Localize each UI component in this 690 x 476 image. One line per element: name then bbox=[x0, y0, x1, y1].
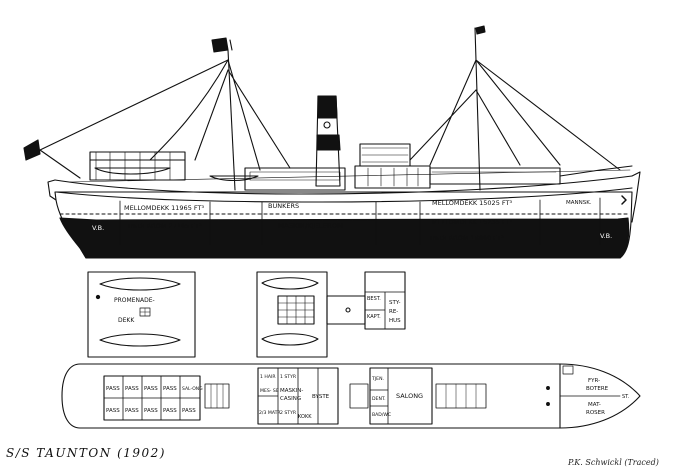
label-kokk: KOKK bbox=[298, 414, 312, 420]
label-mellomdekk-fwd: MELLOMDEKK 11965 FT³ bbox=[124, 204, 204, 212]
label-maskin-casing-2: CASING bbox=[280, 396, 301, 402]
label-machinery: MASKIN/KJELEROM bbox=[278, 222, 343, 230]
label-styrehus-3: HUS bbox=[389, 318, 401, 324]
cabin-bottom-2: PASS bbox=[125, 408, 139, 414]
label-maskin-casing-1: MASKIN- bbox=[280, 388, 303, 394]
promenade-deck-plan bbox=[87, 271, 196, 358]
label-salong: SALONG bbox=[396, 392, 423, 400]
label-matroser-2: ROSER bbox=[586, 410, 605, 416]
label-promenade: PROMENADE- bbox=[114, 297, 155, 304]
cabin-top-5: SAL-ONG bbox=[182, 386, 203, 392]
label-bad: BAD/WC bbox=[372, 412, 391, 418]
bridge-deck-plan bbox=[256, 271, 406, 358]
label-mannsk: MANNSK. bbox=[566, 200, 592, 206]
label-fyrbotere-1: FYR- bbox=[588, 378, 600, 384]
label-byste: BYSTE bbox=[312, 394, 330, 400]
label-mellomdekk-aft-top: MELLOMDEKK 15025 FT³ bbox=[432, 199, 512, 207]
cabin-top-1: PASS bbox=[106, 386, 120, 392]
label-tjen: TJEN. bbox=[371, 376, 384, 382]
label-bunkers: BUNKERS bbox=[268, 202, 299, 210]
label-underrom-fwd: UNDERROM 27165 FT³ bbox=[128, 222, 202, 230]
stern-flag bbox=[23, 139, 41, 161]
drawing-caption: S/S TAUNTON (1902) bbox=[6, 446, 166, 460]
label-styrehus-1: STY- bbox=[389, 300, 401, 306]
label-kapt: KAPT. bbox=[367, 314, 381, 320]
label-styr: 1 STYR bbox=[280, 374, 297, 380]
cabin-top-2: PASS bbox=[125, 386, 139, 392]
label-vb-fwd: V.B. bbox=[92, 224, 104, 232]
main-deck-outline bbox=[61, 363, 641, 429]
label-mat: 2/3 MATR bbox=[259, 410, 281, 416]
label-promenade-dekk: DEKK bbox=[118, 317, 135, 324]
label-underrom-aft: UNDERROM 18860 FT³ bbox=[430, 234, 504, 242]
label-styrehus-2: RE- bbox=[389, 309, 398, 315]
label-styr2: 2 STYR bbox=[280, 410, 297, 416]
cabin-top-3: PASS bbox=[144, 386, 158, 392]
label-st: ST. bbox=[622, 394, 630, 400]
fore-mast bbox=[474, 27, 481, 191]
cabin-bottom-4: PASS bbox=[163, 408, 177, 414]
cabin-top-4: PASS bbox=[163, 386, 177, 392]
cabin-bottom-5: PASS bbox=[182, 408, 196, 414]
label-dent: DENT. bbox=[372, 396, 386, 402]
label-mellomdekk-aft: MELLOMDEKK 15235 FT³ bbox=[432, 218, 512, 226]
label-best: BEST. bbox=[367, 296, 381, 302]
side-elevation bbox=[23, 25, 641, 259]
label-matroser-1: MAT- bbox=[588, 402, 601, 408]
label-mess: MES- SE bbox=[260, 388, 279, 394]
label-fyrbotere-2: BOTERE bbox=[586, 386, 609, 392]
label-vb-aft: V.B. bbox=[600, 232, 612, 240]
cabin-bottom-1: PASS bbox=[106, 408, 120, 414]
aft-mast bbox=[227, 49, 236, 191]
label-hair: 1 HAIR bbox=[260, 374, 276, 380]
main-deck-plan bbox=[61, 363, 641, 429]
hull-lower-black bbox=[59, 217, 630, 259]
artist-signature: P.K. Schwickl (Traced) bbox=[568, 458, 659, 467]
cabin-bottom-3: PASS bbox=[144, 408, 158, 414]
